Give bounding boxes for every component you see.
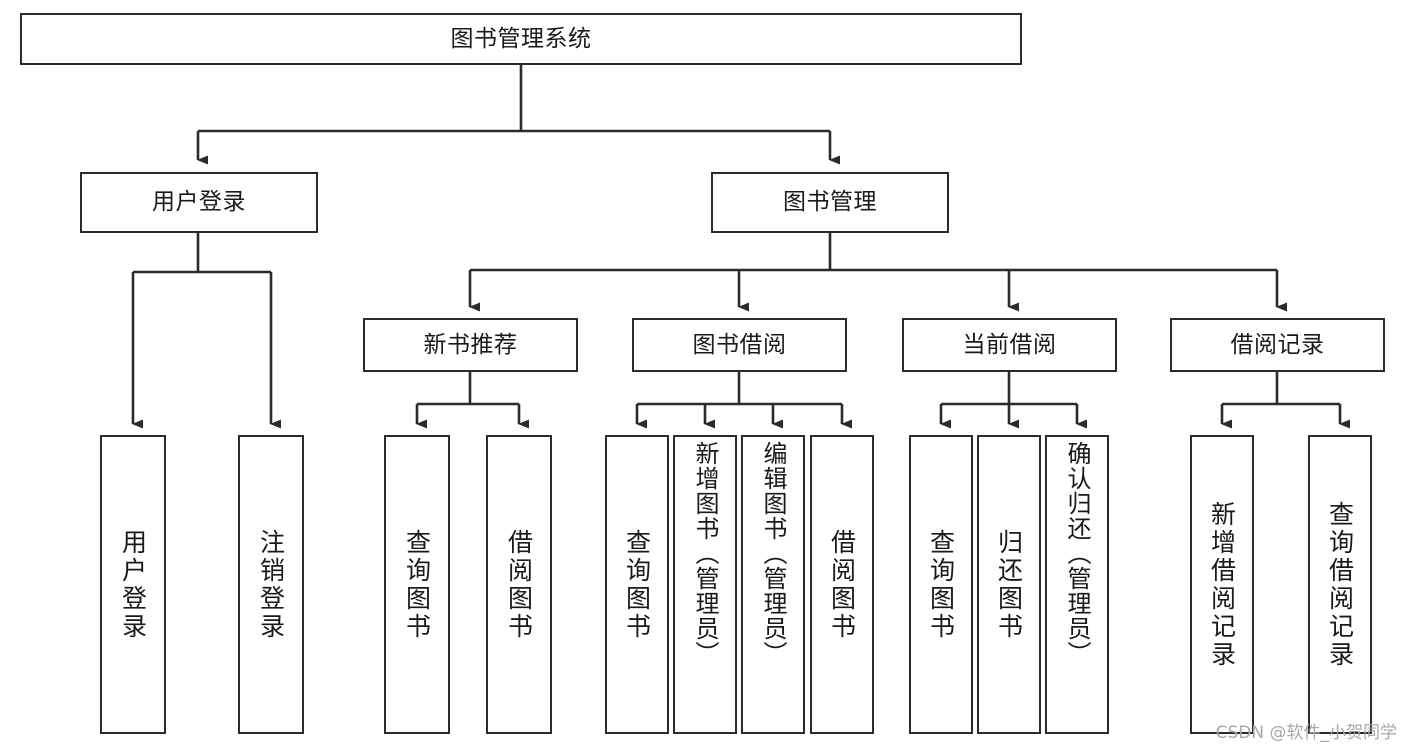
node-leaf-edit-book[interactable]: 编辑图书（管理员） [741, 435, 805, 734]
node-leaf-logout[interactable]: 注销登录 [238, 435, 304, 734]
node-leaf-borrow-book-1[interactable]: 借阅图书 [486, 435, 552, 734]
node-leaf-confirm-return-label: 确认归还（管理员） [1063, 441, 1091, 666]
node-leaf-user-login-label: 用户登录 [118, 528, 148, 641]
node-leaf-add-record[interactable]: 新增借阅记录 [1190, 435, 1254, 734]
node-current-borrow[interactable]: 当前借阅 [902, 318, 1117, 372]
node-book-borrow[interactable]: 图书借阅 [632, 318, 847, 372]
node-leaf-borrow-book-2-label: 借阅图书 [827, 528, 857, 641]
node-leaf-add-book[interactable]: 新增图书（管理员） [673, 435, 737, 734]
node-leaf-borrow-book-2[interactable]: 借阅图书 [810, 435, 874, 734]
node-leaf-confirm-return[interactable]: 确认归还（管理员） [1045, 435, 1109, 734]
node-book-borrow-label: 图书借阅 [692, 331, 787, 358]
node-leaf-query-book-1-label: 查询图书 [402, 528, 432, 641]
node-user-login-label: 用户登录 [152, 189, 246, 216]
node-book-management-label: 图书管理 [783, 189, 877, 216]
node-new-book-recommend-label: 新书推荐 [423, 331, 518, 358]
node-leaf-edit-book-label: 编辑图书（管理员） [759, 441, 787, 666]
node-current-borrow-label: 当前借阅 [962, 331, 1057, 358]
node-user-login[interactable]: 用户登录 [80, 172, 318, 233]
node-leaf-query-book-2-label: 查询图书 [622, 528, 652, 641]
node-leaf-query-record-label: 查询借阅记录 [1325, 500, 1355, 669]
node-leaf-return-book-label: 归还图书 [994, 528, 1024, 641]
node-new-book-recommend[interactable]: 新书推荐 [363, 318, 578, 372]
node-leaf-add-book-label: 新增图书（管理员） [691, 441, 719, 666]
node-borrow-record-label: 借阅记录 [1230, 331, 1325, 358]
node-leaf-logout-label: 注销登录 [256, 528, 286, 641]
node-leaf-user-login[interactable]: 用户登录 [100, 435, 166, 734]
node-leaf-query-book-2[interactable]: 查询图书 [605, 435, 669, 734]
node-leaf-query-book-3-label: 查询图书 [926, 528, 956, 641]
node-leaf-add-record-label: 新增借阅记录 [1207, 500, 1237, 669]
node-book-management[interactable]: 图书管理 [711, 172, 949, 233]
node-root-label: 图书管理系统 [450, 25, 592, 52]
node-leaf-query-record[interactable]: 查询借阅记录 [1308, 435, 1372, 734]
node-leaf-return-book[interactable]: 归还图书 [977, 435, 1041, 734]
node-leaf-query-book-1[interactable]: 查询图书 [384, 435, 450, 734]
node-leaf-borrow-book-1-label: 借阅图书 [504, 528, 534, 641]
node-borrow-record[interactable]: 借阅记录 [1170, 318, 1385, 372]
node-leaf-query-book-3[interactable]: 查询图书 [909, 435, 973, 734]
node-root[interactable]: 图书管理系统 [20, 13, 1022, 65]
